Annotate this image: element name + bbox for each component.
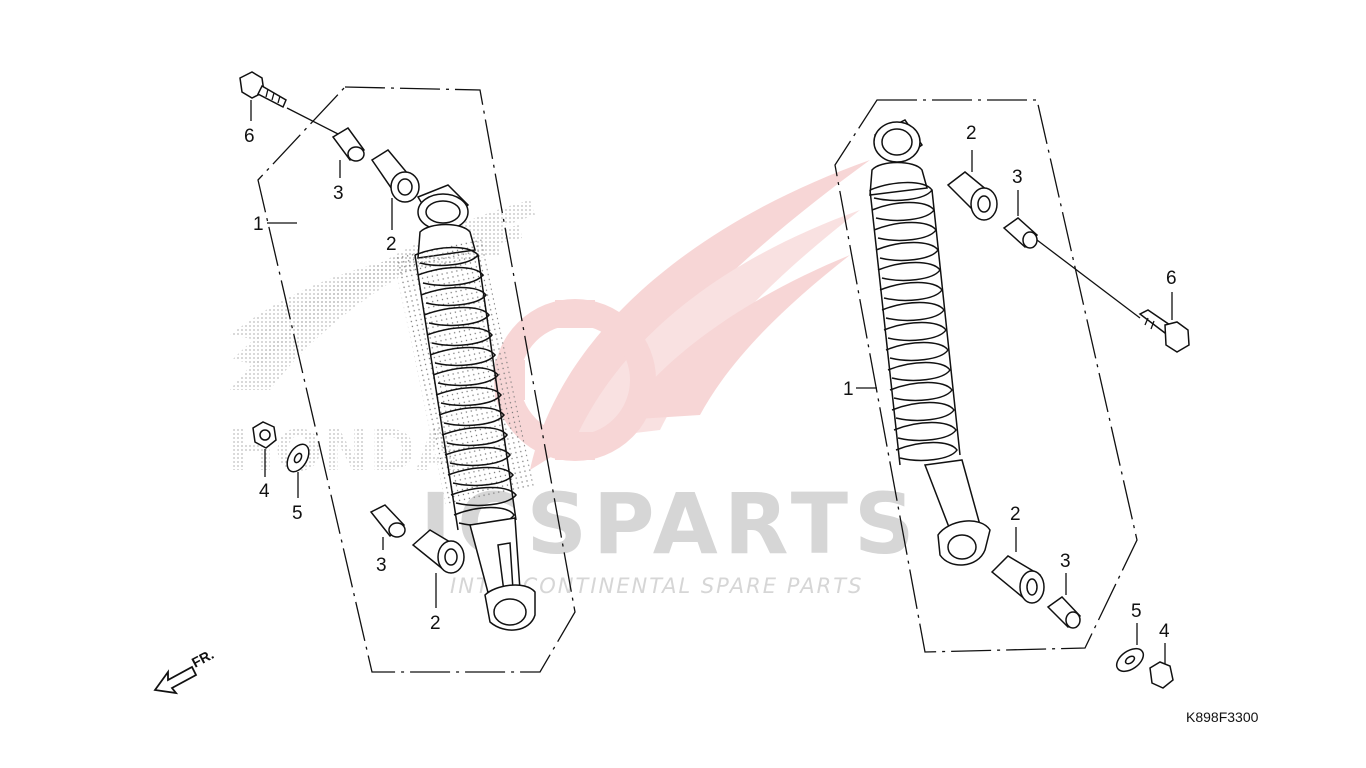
left-bush-bottom (411, 529, 465, 574)
right-axis-line-top (1036, 239, 1141, 319)
left-callout-nut: 4 (259, 481, 270, 502)
left-collar-bottom (369, 504, 406, 538)
left-washer (286, 443, 310, 473)
wing-logo-watermark (494, 160, 870, 470)
left-callout-shock: 1 (253, 214, 264, 235)
right-bush-bottom (990, 555, 1045, 604)
right-leaders (856, 150, 1173, 664)
left-shock-absorber (392, 184, 536, 631)
right-callout-collar-bottom: 3 (1060, 551, 1071, 572)
left-bush-top (370, 149, 420, 203)
left-callout-bolt: 6 (244, 126, 255, 147)
right-callout-collar-top: 3 (1012, 167, 1023, 188)
right-nut (1149, 661, 1174, 689)
left-spring (392, 237, 534, 531)
right-bolt (1138, 309, 1190, 353)
right-callout-shock: 1 (843, 379, 854, 400)
left-collar-top (331, 127, 366, 162)
left-callout-washer: 5 (292, 503, 303, 524)
diagram-code: K898F3300 (1186, 709, 1259, 725)
left-bolt (239, 71, 287, 109)
right-bush-top (946, 171, 998, 221)
right-shock-absorber (869, 119, 991, 566)
left-callout-bush-bottom: 2 (430, 613, 441, 634)
right-washer (1115, 647, 1145, 673)
left-group-outline (257, 86, 576, 673)
right-shock-group: 2 3 6 1 2 3 5 4 (834, 99, 1190, 689)
left-nut (252, 421, 277, 449)
front-arrow-icon (153, 665, 198, 695)
right-group-outline (834, 99, 1138, 653)
left-axis-line-top (286, 107, 341, 136)
right-callout-bush-top: 2 (966, 123, 977, 144)
front-direction-indicator: FR. (153, 646, 216, 695)
right-collar-top (1002, 217, 1039, 249)
right-callout-nut: 4 (1159, 621, 1170, 642)
right-callout-bolt: 6 (1166, 268, 1177, 289)
left-callout-collar-top: 3 (333, 183, 344, 204)
right-collar-bottom (1046, 596, 1082, 629)
left-callout-collar-bottom: 3 (376, 555, 387, 576)
right-spring (869, 181, 961, 466)
front-label: FR. (189, 646, 216, 671)
left-leaders (250, 100, 437, 608)
watermark: HONDA ICSPARTS INTERCONTINENTAL SPARE PA… (228, 160, 915, 598)
left-shock-group: 6 3 2 1 4 5 3 2 (239, 71, 576, 673)
right-callout-bush-bottom: 2 (1010, 504, 1021, 525)
left-callout-bush-top: 2 (386, 234, 397, 255)
right-callout-washer: 5 (1131, 601, 1142, 622)
